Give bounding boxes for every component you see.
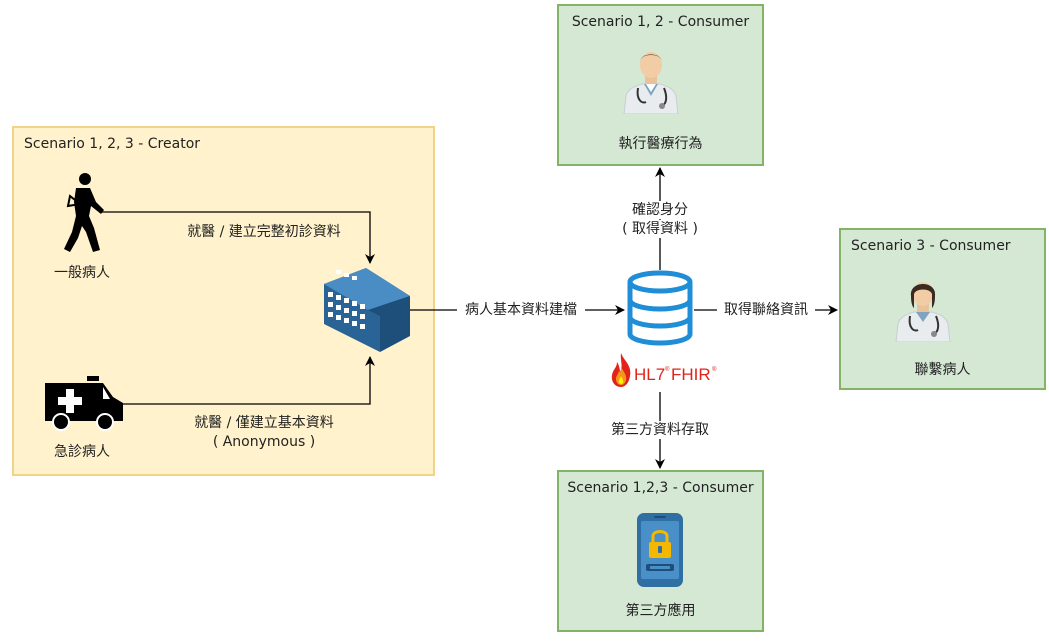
general-patient-label: 一般病人 [54, 265, 110, 281]
creator-title: Scenario 1, 2, 3 - Creator [24, 136, 201, 152]
edge-general-to-hospital [100, 211, 375, 264]
doctor-icon [623, 52, 679, 114]
edge-label-doctor-line1: 確認身分 [612, 201, 708, 219]
ambulance-icon [45, 376, 123, 431]
edge-label-app: 第三方資料存取 [604, 421, 716, 439]
consumer-3-label: 聯繫病人 [914, 362, 971, 378]
consumer-12-label: 執行醫療行為 [618, 136, 703, 152]
consumer-123-title: Scenario 1,2,3 - Consumer [567, 480, 754, 496]
hospital-building-icon [324, 268, 410, 352]
consumer-3-title: Scenario 3 - Consumer [851, 238, 1011, 254]
edge-label-emergency-line1: 就醫 / 僅建立基本資料 [194, 415, 334, 431]
edge-label-general: 就醫 / 建立完整初診資料 [187, 224, 341, 240]
phone-lock-icon [637, 513, 683, 587]
nurse-icon [895, 282, 951, 342]
database-icon [627, 270, 693, 346]
edge-label-nurse: 取得聯絡資訊 [717, 301, 815, 319]
edge-label-emergency-line2: ( Anonymous ) [212, 434, 316, 450]
fhir-logo: HL7 ® FHIR ® [608, 352, 718, 388]
edge-emergency-to-hospital [120, 356, 375, 405]
consumer-12-title: Scenario 1, 2 - Consumer [571, 14, 750, 30]
svg-text:®: ® [665, 366, 670, 373]
walking-person-icon [64, 173, 104, 252]
consumer-123-label: 第三方應用 [625, 603, 696, 619]
svg-text:FHIR: FHIR [671, 365, 711, 384]
consumer-3-container: Scenario 3 - Consumer [839, 228, 1046, 390]
edge-label-hospital-to-db: 病人基本資料建檔 [457, 301, 585, 319]
emergency-patient-label: 急診病人 [54, 444, 110, 460]
svg-text:®: ® [712, 366, 717, 373]
edge-label-doctor-line2: ( 取得資料 ) [612, 220, 708, 238]
fhir-wordmark: HL7 ® FHIR ® [634, 365, 717, 384]
flame-icon [611, 353, 631, 387]
svg-text:HL7: HL7 [634, 365, 665, 384]
consumer-12-container: Scenario 1, 2 - Consumer [557, 4, 764, 166]
